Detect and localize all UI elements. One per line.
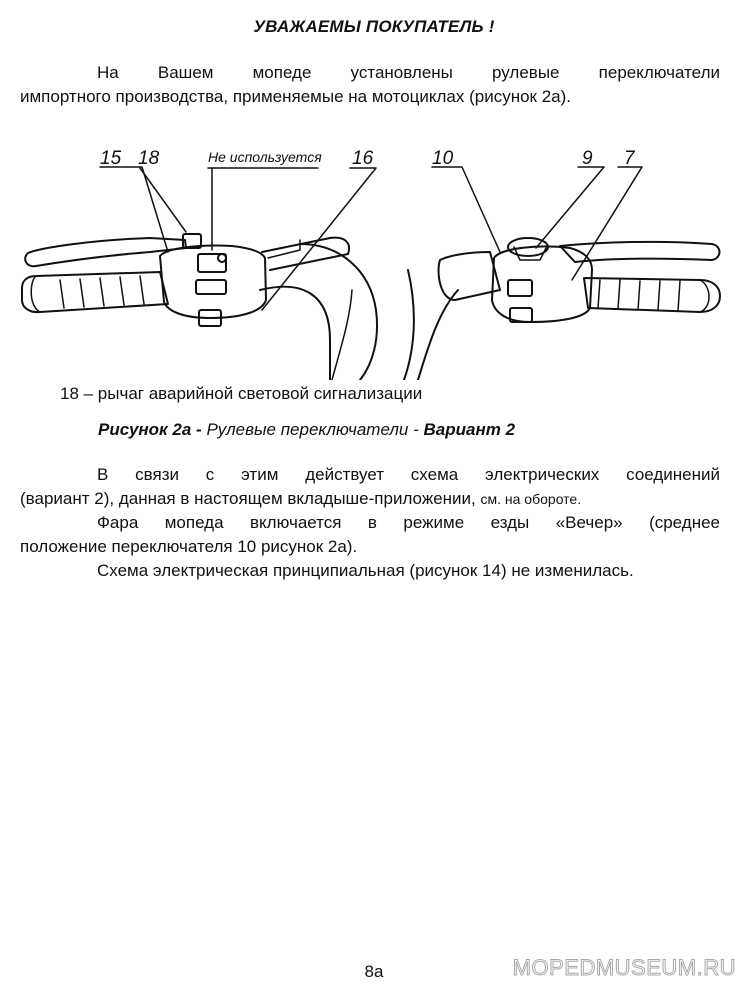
hazard-lever-18: [182, 233, 202, 249]
body-p3-line-1: Схема электрическая принципиальная (рису…: [97, 561, 634, 580]
handlebar-switches-drawing: 15 18 Не используется 16 10 9 7: [21, 148, 721, 381]
caption-prefix: Рисунок 2а -: [98, 420, 202, 439]
left-brake-lever: [24, 237, 187, 268]
intro-line-1: На Вашем мопеде установлены рулевые пере…: [97, 63, 720, 82]
right-brake-lever: [559, 240, 721, 263]
light-switch-10: [507, 279, 533, 297]
right-handlebar-tube: [437, 251, 501, 301]
page-number: 8а: [364, 962, 384, 981]
figure-legend-item-18: 18 – рычаг аварийной световой сигнализац…: [60, 384, 423, 403]
body-p1-line-2-small: см. на обороте.: [480, 491, 582, 507]
handlebar-switches-figure: 15 18 Не используется 16 10 9 7: [0, 140, 748, 381]
left-grip: [21, 271, 169, 314]
callout-15: 15: [100, 148, 122, 169]
callout-7: 7: [624, 148, 636, 169]
body-p2-line-1: Фара мопеда включается в режиме езды «Ве…: [97, 513, 720, 532]
left-handlebar-tube: [261, 236, 350, 271]
caption-middle: Рулевые переключатели -: [206, 420, 419, 439]
caption-suffix: Вариант 2: [423, 420, 516, 439]
ignition-9: [507, 237, 549, 257]
not-used-label: Не используется: [208, 149, 322, 165]
right-grip: [583, 277, 721, 313]
callout-16: 16: [352, 148, 374, 169]
callout-18: 18: [138, 148, 160, 169]
left-switch-housing: [159, 244, 267, 319]
watermark: MOPEDMUSEUM.RU: [512, 955, 736, 981]
callouts-left: 15 18 Не используется 16: [100, 148, 374, 169]
callout-9: 9: [582, 148, 593, 169]
intro-line-2: импортного производства, применяемые на …: [20, 87, 572, 106]
callouts-right: 10 9 7: [432, 148, 636, 169]
body-p1-line-2: (вариант 2), данная в настоящем вкладыше…: [20, 487, 720, 511]
body-p1-line-1: В связи с этим действует схема электриче…: [97, 465, 720, 484]
page-title: УВАЖАЕМЫ ПОКУПАТЕЛЬ !: [253, 17, 495, 36]
callout-10: 10: [432, 148, 454, 169]
body-p2-line-2: положение переключателя 10 рисунок 2а).: [20, 537, 358, 556]
body-p1-line-2-text: (вариант 2), данная в настоящем вкладыше…: [20, 489, 476, 508]
figure-caption: Рисунок 2а - Рулевые переключатели - Вар…: [98, 420, 515, 440]
